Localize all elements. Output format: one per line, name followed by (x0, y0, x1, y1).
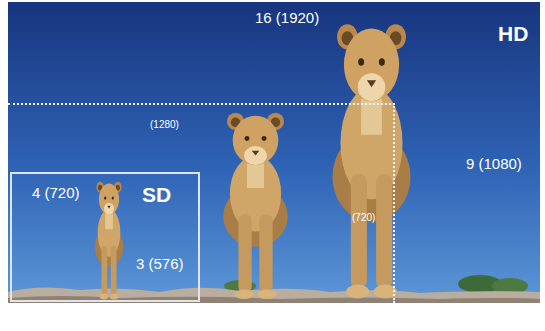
height-label: 9 (1080) (466, 156, 522, 171)
width-label: (1280) (150, 120, 179, 130)
hd720-region: 4 (720) SD 3 (576) (1280) (720) (8, 103, 395, 303)
large-lioness (332, 24, 410, 298)
height-label: (720) (352, 213, 375, 223)
width-label: 4 (720) (32, 185, 80, 200)
small-lioness (95, 182, 124, 300)
format-label: SD (142, 184, 171, 205)
height-label: 3 (576) (136, 256, 184, 271)
width-label: 16 (1920) (255, 10, 319, 25)
sd-box: 4 (720) SD 3 (576) (10, 172, 200, 302)
sky (8, 2, 540, 303)
format-label: HD (498, 23, 528, 44)
medium-lioness (223, 113, 288, 299)
hd-frame: 4 (720) SD 3 (576) (1280) (720) 16 (1920) HD 9 … (8, 2, 540, 303)
